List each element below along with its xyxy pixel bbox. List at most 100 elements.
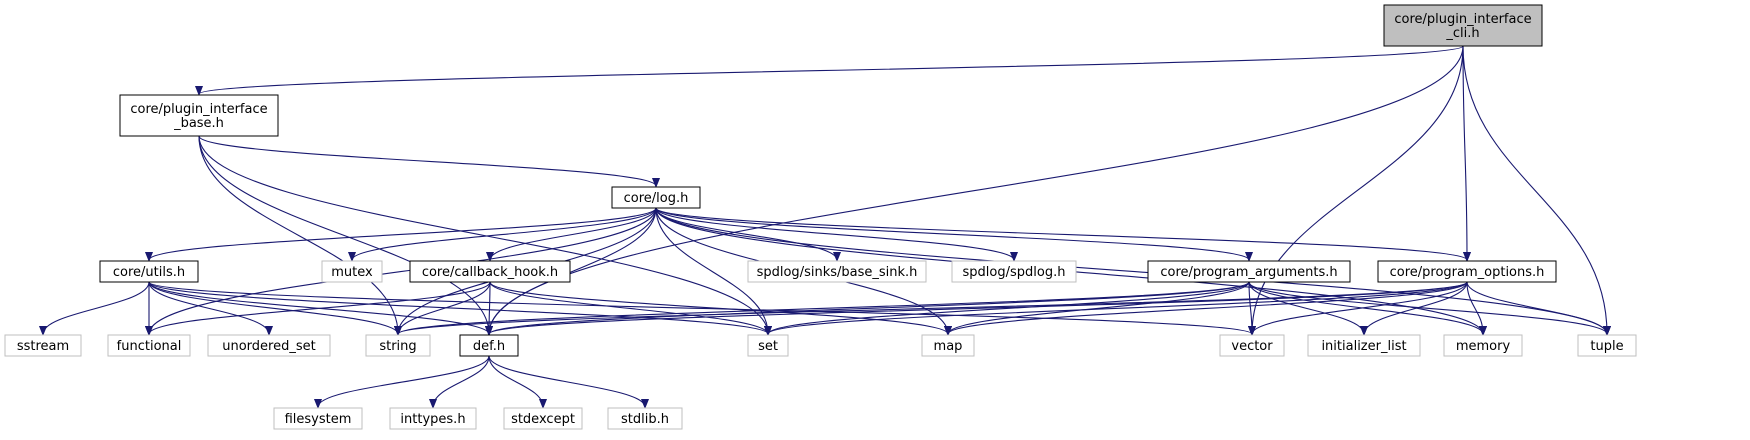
node-box [99,260,199,283]
node-label: _base.h [173,116,224,131]
edge-def-to-filesystem [318,355,490,407]
node-box [1383,4,1543,47]
node-label: stdlib.h [621,412,669,427]
node-box [459,334,519,357]
node-plugin_base[interactable]: core/plugin_interface_base.h [119,94,279,137]
node-label: inttypes.h [400,412,465,427]
node-label: initializer_list [1321,339,1406,354]
edge-prog_opts-to-vector [1252,281,1468,334]
edge-def-to-stdlib [488,355,645,407]
node-box [747,260,927,283]
node-set: set [747,334,789,357]
edge-plugin_cli-to-tuple [1462,45,1607,334]
edge-prog_args-to-set [768,281,1250,334]
edge-prog_args-to-memory [1248,281,1483,334]
node-box [921,334,975,357]
node-label: core/program_arguments.h [1160,265,1337,280]
node-map: map [921,334,975,357]
node-stdexcept: stdexcept [503,407,583,430]
edge-prog_args-to-def [489,281,1250,334]
edge-prog_args-to-vector [1249,281,1252,334]
node-label: def.h [473,339,505,354]
node-prog_opts[interactable]: core/program_options.h [1377,260,1557,283]
node-box [207,334,331,357]
node-init_list: initializer_list [1307,334,1421,357]
edge-prog_args-to-map [948,281,1250,334]
node-layer: core/plugin_interface_cli.hcore/plugin_i… [4,4,1637,430]
edge-plugin_base-to-def [198,135,489,334]
node-label: spdlog/sinks/base_sink.h [757,265,918,280]
edge-log-to-functional [149,207,657,334]
node-label: tuple [1590,339,1623,354]
edge-prog_opts-to-memory [1466,281,1483,334]
edge-plugin_cli-to-vector [1252,45,1464,334]
edge-def-to-stdexcept [488,355,543,407]
node-box [365,334,431,357]
node-box [1219,334,1285,357]
edge-prog_args-to-string [398,281,1250,334]
node-label: spdlog/spdlog.h [963,265,1066,280]
edge-log-to-prog_args [655,207,1249,260]
node-label: sstream [17,339,69,354]
edge-plugin_base-to-log [198,135,656,186]
edge-plugin_cli-to-plugin_base [199,45,1464,94]
edge-utils-to-string [148,281,398,334]
node-log[interactable]: core/log.h [611,186,701,209]
node-unordered_set: unordered_set [207,334,331,357]
node-box [4,334,82,357]
node-label: memory [1456,339,1511,354]
edge-prog_opts-to-init_list [1364,281,1468,334]
node-prog_args[interactable]: core/program_arguments.h [1147,260,1351,283]
node-box [503,407,583,430]
node-functional: functional [107,334,191,357]
node-label: core/utils.h [113,265,185,280]
edge-utils-to-unordered_set [148,281,269,334]
node-box [1147,260,1351,283]
node-tuple: tuple [1577,334,1637,357]
node-utils[interactable]: core/utils.h [99,260,199,283]
node-box [1443,334,1523,357]
node-box [747,334,789,357]
edge-prog_opts-to-set [768,281,1468,334]
node-vector: vector [1219,334,1285,357]
edge-def-to-inttypes [433,355,490,407]
node-spdlog: spdlog/spdlog.h [951,260,1077,283]
node-inttypes: inttypes.h [389,407,477,430]
edge-plugin_cli-to-prog_opts [1462,45,1467,260]
edge-prog_opts-to-tuple [1466,281,1607,334]
node-box [611,186,701,209]
node-callback[interactable]: core/callback_hook.h [409,260,571,283]
node-label: string [379,339,416,354]
node-label: mutex [331,265,373,280]
node-label: map [934,339,963,354]
edge-prog_args-to-init_list [1248,281,1364,334]
node-box [1377,260,1557,283]
node-label: stdexcept [511,412,575,427]
node-box [409,260,571,283]
node-box [1577,334,1637,357]
node-label: core/plugin_interface [1394,12,1531,27]
node-label: functional [117,339,182,354]
node-box [107,334,191,357]
node-label: core/callback_hook.h [422,265,558,280]
node-def[interactable]: def.h [459,334,519,357]
node-box [389,407,477,430]
node-sstream: sstream [4,334,82,357]
node-box [119,94,279,137]
edge-log-to-def [489,207,657,334]
node-label: _cli.h [1445,26,1479,41]
node-stdlib: stdlib.h [607,407,683,430]
edge-utils-to-sstream [43,281,150,334]
node-plugin_cli[interactable]: core/plugin_interface_cli.h [1383,4,1543,47]
edge-prog_opts-to-def [489,281,1468,334]
node-label: core/log.h [624,191,689,206]
edge-callback-to-map [489,281,948,334]
edge-utils-to-set [148,281,768,334]
node-box [273,407,363,430]
node-box [1307,334,1421,357]
node-string: string [365,334,431,357]
node-filesystem: filesystem [273,407,363,430]
node-label: vector [1231,339,1273,354]
edge-callback-to-set [489,281,768,334]
